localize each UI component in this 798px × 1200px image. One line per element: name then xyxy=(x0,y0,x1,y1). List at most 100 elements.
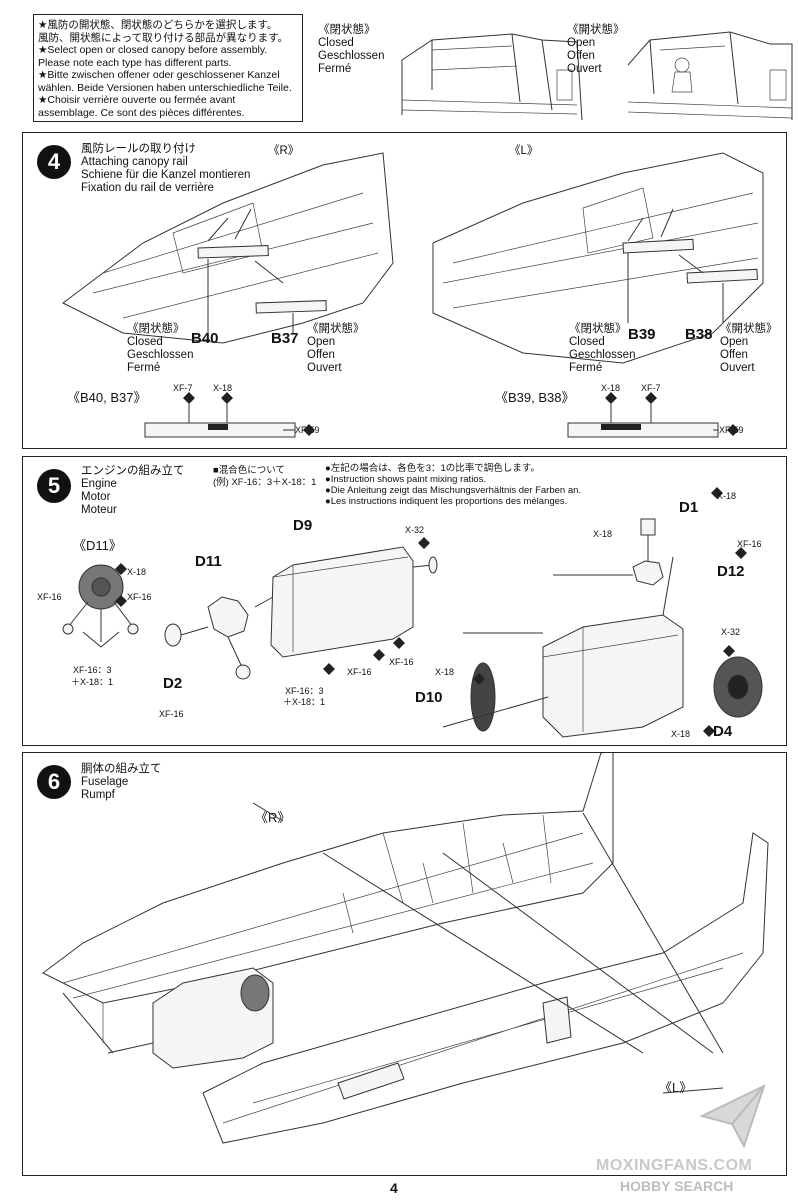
mix-line: (例) XF-16：3＋X-18：1 xyxy=(213,477,317,488)
part-b40: B40 xyxy=(191,330,219,347)
paint-x18-left: X-18 xyxy=(213,383,233,393)
left-side-tag: 《L》 xyxy=(509,145,539,157)
paint-xf59-right: XF-59 xyxy=(719,425,744,435)
note-line: ★Bitte zwischen offener oder geschlossen… xyxy=(38,69,280,81)
paint-x18-d1: X-18 xyxy=(717,491,737,501)
label-line: Closed xyxy=(318,37,354,49)
label-line: Fermé xyxy=(569,362,603,374)
paint-x18-d12: X-18 xyxy=(593,529,613,539)
label-line: Open xyxy=(720,336,749,348)
step-4-title: 風防レールの取り付け Attaching canopy rail Schiene… xyxy=(81,143,250,195)
paint-x18-d10: X-18 xyxy=(435,667,455,677)
part-d1: D1 xyxy=(679,499,699,516)
label-line: 《開状態》 xyxy=(307,323,365,335)
step-5-panel: 5 エンジンの組み立て Engine Motor Moteur ■混合色について… xyxy=(22,456,787,746)
label-line: Ouvert xyxy=(307,362,342,374)
b40-closed-label: 《閉状態》 Closed Geschlossen Fermé xyxy=(127,323,193,375)
part-d11: D11 xyxy=(195,553,222,570)
title-line: Attaching canopy rail xyxy=(81,156,188,168)
paint-xf7-left: XF-7 xyxy=(173,383,193,393)
mix-line: ●Instruction shows paint mixing ratios. xyxy=(325,474,486,485)
watermark-logo-icon xyxy=(699,1084,766,1149)
title-line: 風防レールの取り付け xyxy=(81,143,196,155)
note-line: assemblage. Ce sont des pièces différent… xyxy=(38,106,245,119)
paint-mix-d9b: ＋X-18：1 xyxy=(283,697,326,707)
paint-xf16-d12: XF-16 xyxy=(737,539,762,549)
step-6-panel: 6 胴体の組み立て Fuselage Rumpf 《R》 《L》 xyxy=(22,752,787,1176)
step-6-number: 6 xyxy=(37,765,71,799)
paint-xf16-d11a: XF-16 xyxy=(37,592,62,602)
part-d2: D2 xyxy=(163,675,183,692)
b37-open-label: 《開状態》 Open Offen Ouvert xyxy=(307,323,365,375)
title-line: Motor xyxy=(81,491,111,503)
closed-canopy-illustration xyxy=(401,33,583,121)
mix-header: ■混合色について (例) XF-16：3＋X-18：1 xyxy=(213,465,316,489)
open-canopy-illustration xyxy=(627,31,793,120)
fuselage-assembly-illustration xyxy=(42,753,769,1144)
note-line: wählen. Beide Versionen haben unterschie… xyxy=(38,81,292,94)
paint-mix-d9a: XF-16：3 xyxy=(285,686,324,696)
label-line: Fermé xyxy=(318,63,352,75)
label-line: Geschlossen xyxy=(318,50,385,62)
step-4-number: 4 xyxy=(37,145,71,179)
step-5-title: エンジンの組み立て Engine Motor Moteur xyxy=(81,465,185,517)
b39-closed-label: 《閉状態》 Closed Geschlossen Fermé xyxy=(569,323,635,375)
title-line: 胴体の組み立て xyxy=(81,763,162,775)
label-line: 《開状態》 xyxy=(567,24,625,36)
label-line: Geschlossen xyxy=(569,349,636,361)
part-d9: D9 xyxy=(293,517,313,534)
watermark-hobbysearch: HOBBY SEARCH xyxy=(620,1178,734,1194)
label-line: Closed xyxy=(127,336,163,348)
label-line: Ouvert xyxy=(720,362,755,374)
part-b38: B38 xyxy=(685,326,713,343)
paint-xf16-d2: XF-16 xyxy=(159,709,184,719)
title-line: Fixation du rail de verrière xyxy=(81,182,214,194)
part-b37: B37 xyxy=(271,330,299,347)
part-d12: D12 xyxy=(717,563,745,580)
title-line: Schiene für die Kanzel montieren xyxy=(81,169,251,181)
title-line: エンジンの組み立て xyxy=(81,465,185,477)
note-line: ★風防の開状態、閉状態のどちらかを選択します。 xyxy=(38,19,278,31)
step-4-panel: 4 風防レールの取り付け Attaching canopy rail Schie… xyxy=(22,132,787,449)
mix-notes: ●左記の場合は、各色を3：1の比率で調色します。 ●Instruction sh… xyxy=(325,463,581,507)
fuselage-left-tag: 《L》 xyxy=(659,1080,693,1095)
label-line: Open xyxy=(307,336,336,348)
label-line: Offen xyxy=(720,349,748,361)
part-d10: D10 xyxy=(415,689,443,706)
paint-xf7-right: XF-7 xyxy=(641,383,661,393)
label-line: 《閉状態》 xyxy=(318,24,376,36)
part-b39: B39 xyxy=(628,326,656,343)
note-line: ★Choisir verrière ouverte ou fermée avan… xyxy=(38,94,236,106)
step-5-number: 5 xyxy=(37,469,71,503)
mix-line: ●Die Anleitung zeigt das Mischungsverhäl… xyxy=(325,485,582,496)
paint-x32-d4: X-32 xyxy=(721,627,741,637)
mix-line: ●Les instructions indiquent les proporti… xyxy=(325,496,568,507)
paint-x18-d4: X-18 xyxy=(671,729,691,739)
detail-b40-b37-tag: 《B40, B37》 xyxy=(67,390,147,405)
label-line: Offen xyxy=(307,349,335,361)
engine-assembly-illustration xyxy=(62,487,763,738)
paint-x18-d11a: X-18 xyxy=(127,567,147,577)
closed-canopy-label: 《閉状態》 Closed Geschlossen Fermé xyxy=(318,24,384,76)
fuselage-right-tag: 《R》 xyxy=(255,810,291,825)
label-line: Ouvert xyxy=(567,63,602,75)
title-line: Rumpf xyxy=(81,789,115,801)
label-line: 《閉状態》 xyxy=(569,323,627,335)
label-line: Fermé xyxy=(127,362,161,374)
watermark-moxingfans: MOXINGFANS.COM xyxy=(596,1157,753,1174)
title-line: Engine xyxy=(81,478,117,490)
paint-x18-right: X-18 xyxy=(601,383,621,393)
detail-b39-b38-tag: 《B39, B38》 xyxy=(495,390,575,405)
note-line: Please note each type has different part… xyxy=(38,56,232,69)
title-line: Moteur xyxy=(81,504,117,516)
canopy-note-box: ★風防の開状態、閉状態のどちらかを選択します。 風防、開状態によって取り付ける部… xyxy=(33,14,303,122)
label-line: 《開状態》 xyxy=(720,323,778,335)
page-number: 4 xyxy=(390,1180,398,1196)
label-line: Geschlossen xyxy=(127,349,194,361)
paint-xf16-d11b: XF-16 xyxy=(127,592,152,602)
canopy-note-text: ★風防の開状態、閉状態のどちらかを選択します。 風防、開状態によって取り付ける部… xyxy=(38,19,300,119)
title-line: Fuselage xyxy=(81,776,129,788)
right-side-tag: 《R》 xyxy=(268,145,300,157)
label-line: Offen xyxy=(567,50,595,62)
note-line: 風防、開状態によって取り付ける部品が異なります。 xyxy=(38,31,289,44)
